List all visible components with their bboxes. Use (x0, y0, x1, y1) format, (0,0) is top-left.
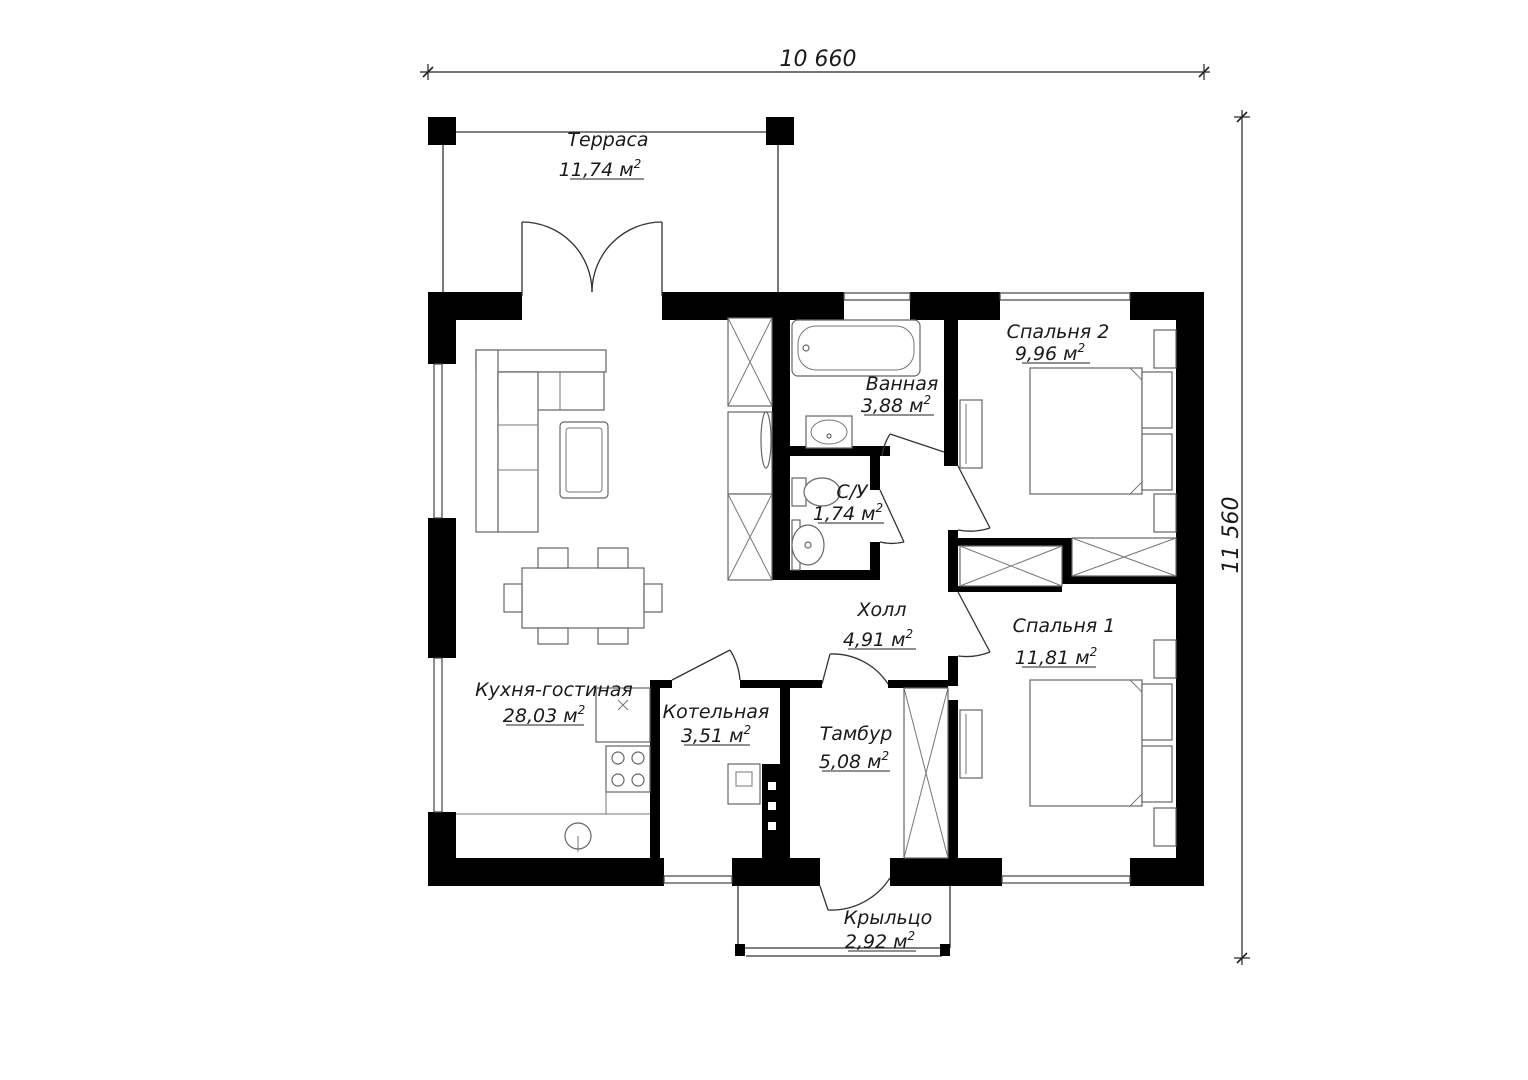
dimension-height-label: 11 560 (1219, 497, 1244, 574)
kitchen-counter (456, 687, 651, 852)
room-name: Крыльцо (844, 907, 932, 929)
room-label-hall: Холл 4,91 м2 (843, 599, 916, 651)
room-name: Котельная (663, 701, 770, 723)
room-label-boiler: Котельная 3,51 м2 (663, 701, 770, 747)
room-area: 28,03 м2 (503, 703, 585, 727)
bedroom2-furniture (959, 329, 1177, 533)
wc-sink (791, 519, 825, 571)
window (999, 292, 1131, 301)
room-name: Ванная (866, 373, 939, 395)
kitchen-living-furniture (456, 317, 773, 852)
vestibule-wardrobe (903, 687, 949, 859)
bedroom2-door (957, 465, 991, 532)
room-area: 1,74 м2 (813, 501, 883, 525)
bedroom1-furniture (959, 639, 1177, 847)
dimension-width-label: 10 660 (780, 47, 857, 72)
boiler-fixtures (727, 763, 782, 858)
window (1001, 875, 1131, 884)
room-name: Холл (857, 599, 907, 621)
terrace (428, 117, 794, 292)
dimension-height: 11 560 (1219, 110, 1250, 965)
room-name: Тамбур (820, 723, 893, 745)
dimension-width: 10 660 (420, 47, 1210, 80)
outer-walls (428, 292, 1204, 886)
room-area: 11,74 м2 (559, 157, 641, 181)
room-name: Спальня 2 (1007, 321, 1110, 343)
room-label-kitchen: Кухня-гостиная 28,03 м2 (475, 679, 633, 727)
room-label-vestibule: Тамбур 5,08 м2 (819, 723, 892, 773)
room-area: 9,96 м2 (1015, 341, 1085, 365)
room-area: 5,08 м2 (819, 749, 889, 773)
terrace-door (521, 221, 663, 296)
room-area: 3,51 м2 (681, 723, 751, 747)
window (433, 363, 443, 519)
room-label-terrace: Терраса 11,74 м2 (559, 129, 649, 181)
bathroom-fixtures (791, 319, 921, 571)
coffee-table (559, 421, 609, 499)
room-name: Кухня-гостиная (475, 679, 633, 701)
window (663, 875, 733, 884)
window (433, 657, 443, 813)
doors (521, 221, 991, 911)
dining-table (503, 547, 663, 645)
bed (1029, 679, 1143, 807)
window (843, 292, 911, 301)
windows (433, 292, 1131, 884)
corner-sofa (475, 349, 607, 533)
vestibule-door (821, 653, 889, 685)
bathroom-sink (805, 415, 853, 449)
terrace-column (766, 117, 794, 145)
wc-toilet (791, 477, 841, 507)
bedroom1-door (957, 591, 991, 658)
room-area: 2,92 м2 (845, 929, 915, 953)
closet-between-bedrooms (959, 537, 1177, 587)
boiler-unit (727, 763, 761, 805)
room-label-bathroom: Ванная 3,88 м2 (861, 373, 938, 417)
entrance-door (819, 877, 891, 911)
room-name: С/У (836, 481, 869, 503)
room-area: 4,91 м2 (843, 627, 913, 651)
room-label-bedroom2: Спальня 2 9,96 м2 (1007, 321, 1110, 365)
tv-stand (959, 709, 983, 779)
porch (735, 886, 951, 957)
room-area: 11,81 м2 (1015, 645, 1097, 669)
tv-stand (959, 399, 983, 469)
terrace-column (428, 117, 456, 145)
room-label-bedroom1: Спальня 1 11,81 м2 (1013, 615, 1116, 669)
boiler-door (671, 649, 741, 681)
chimney (762, 764, 782, 858)
room-label-wc: С/У 1,74 м2 (813, 481, 884, 525)
wardrobe (727, 317, 773, 581)
room-area: 3,88 м2 (861, 393, 931, 417)
bed (1029, 367, 1143, 495)
room-name: Терраса (567, 129, 648, 151)
bathroom-door (881, 433, 945, 457)
interior-walls (650, 292, 1176, 858)
wc-door (879, 489, 905, 544)
bathtub (791, 319, 921, 377)
room-name: Спальня 1 (1013, 615, 1116, 637)
room-label-porch: Крыльцо 2,92 м2 (844, 907, 932, 953)
